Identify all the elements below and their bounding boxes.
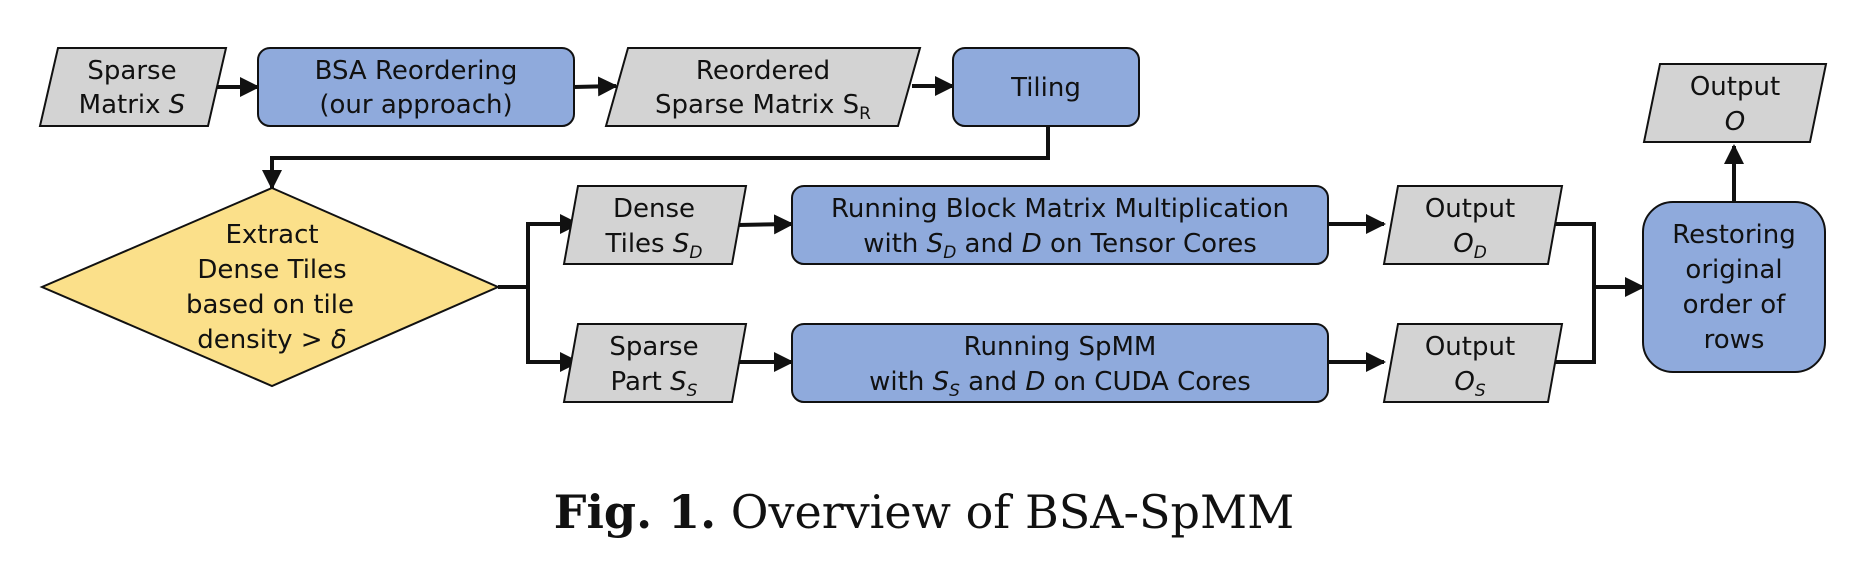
restoring-line2: original xyxy=(1685,255,1782,285)
spmm-line1: Running SpMM xyxy=(964,332,1157,362)
dense-tiles-var: S xyxy=(673,229,690,259)
figure-caption: Fig. 1. Overview of BSA-SpMM xyxy=(554,485,1294,539)
sparse-part-node: Sparse Part SS xyxy=(562,323,748,403)
sparse-matrix-line2: Matrix xyxy=(79,90,161,120)
block-mm-d: D xyxy=(1022,229,1042,259)
dense-tiles-line2: Tiles xyxy=(605,229,665,259)
extract-line2: Dense Tiles xyxy=(197,255,346,285)
extract-line4: density > xyxy=(197,325,322,355)
spmm-post: on CUDA Cores xyxy=(1054,367,1251,397)
dense-tiles-line1: Dense xyxy=(613,194,695,224)
tiling-node: Tiling xyxy=(952,47,1140,127)
dense-tiles-sub: D xyxy=(689,243,702,263)
block-mm-node: Running Block Matrix Multiplication with… xyxy=(791,185,1329,265)
spmm-node: Running SpMM with SS and D on CUDA Cores xyxy=(791,323,1329,403)
dense-tiles-node: Dense Tiles SD xyxy=(562,185,748,265)
block-mm-post: on Tensor Cores xyxy=(1050,229,1257,259)
connectors xyxy=(208,76,1744,372)
output-line1: Output xyxy=(1690,72,1780,102)
spmm-sub: S xyxy=(949,381,960,401)
spmm-d: D xyxy=(1025,367,1045,397)
caption-text: Overview of BSA-SpMM xyxy=(731,485,1294,539)
block-mm-pre: with xyxy=(863,229,918,259)
svg-text:density > δ: density > δ xyxy=(197,325,347,355)
extract-line1: Extract xyxy=(225,220,318,250)
restoring-line3: order of xyxy=(1683,290,1787,320)
reordered-sub: R xyxy=(859,104,871,124)
reordered-line1: Reordered xyxy=(696,56,830,86)
output-d-var: O xyxy=(1453,229,1473,259)
arrow-dense-to-blockmm xyxy=(737,214,794,235)
output-s-sub: S xyxy=(1475,381,1486,401)
spmm-pre: with xyxy=(869,367,924,397)
svg-text:Sparse Matrix SR: Sparse Matrix SR xyxy=(655,90,871,124)
spmm-and: and xyxy=(968,367,1017,397)
extract-decision-node: Extract Dense Tiles based on tile densit… xyxy=(39,186,501,388)
output-s-var: O xyxy=(1454,367,1474,397)
svg-text:Part SS: Part SS xyxy=(611,367,698,401)
reordered-matrix-node: Reordered Sparse Matrix SR xyxy=(604,47,922,127)
output-d-sub: D xyxy=(1474,243,1487,263)
caption-label: Fig. 1. xyxy=(554,485,716,539)
sparse-matrix-node: Sparse Matrix S xyxy=(38,47,228,127)
sparse-part-line1: Sparse xyxy=(609,332,698,362)
arrow-tiling-to-extract xyxy=(262,126,1050,190)
svg-text:Tiles SD: Tiles SD xyxy=(605,229,703,263)
bsa-reordering-line1: BSA Reordering xyxy=(315,56,518,86)
restoring-line1: Restoring xyxy=(1672,220,1795,250)
output-d-line1: Output xyxy=(1425,194,1515,224)
branch-to-sparse xyxy=(526,287,580,372)
sparse-matrix-var: S xyxy=(169,90,186,120)
join-outputd xyxy=(1548,222,1596,287)
spmm-var: S xyxy=(933,367,950,397)
svg-text:OD: OD xyxy=(1453,229,1487,263)
arrow-bsa-to-reordered xyxy=(573,76,618,97)
svg-text:Sparse: Sparse xyxy=(87,56,176,86)
sparse-part-var: S xyxy=(670,367,687,397)
restoring-node: Restoring original order of rows xyxy=(1642,201,1826,373)
extract-line3: based on tile xyxy=(186,290,354,320)
reordered-line2: Sparse Matrix S xyxy=(655,90,859,120)
svg-text:OS: OS xyxy=(1454,367,1485,401)
extract-delta: δ xyxy=(331,325,347,355)
block-mm-and: and xyxy=(965,229,1014,259)
output-d-node: Output OD xyxy=(1382,185,1564,265)
restoring-line4: rows xyxy=(1704,325,1765,355)
output-var: O xyxy=(1725,107,1745,137)
bsa-reordering-line2: (our approach) xyxy=(319,90,512,120)
bsa-reordering-node: BSA Reordering (our approach) xyxy=(257,47,575,127)
block-mm-var: S xyxy=(927,229,944,259)
svg-text:Matrix S: Matrix S xyxy=(79,90,186,120)
output-s-node: Output OS xyxy=(1382,323,1564,403)
block-mm-line1: Running Block Matrix Multiplication xyxy=(831,194,1289,224)
svg-text:with SS and D on CUDA Cores: with SS and D on CUDA Cores xyxy=(869,367,1251,401)
sparse-matrix-line1: Sparse xyxy=(87,56,176,86)
sparse-part-sub: S xyxy=(687,381,698,401)
svg-text:with SD and D on Tensor Cores: with SD and D on Tensor Cores xyxy=(863,229,1257,263)
block-mm-sub: D xyxy=(943,243,956,263)
join-outputs xyxy=(1548,287,1596,364)
sparse-part-line2: Part xyxy=(611,367,662,397)
output-node: Output O xyxy=(1642,63,1828,143)
tiling-label: Tiling xyxy=(1010,73,1081,103)
output-s-line1: Output xyxy=(1425,332,1515,362)
branch-to-dense xyxy=(498,214,580,289)
